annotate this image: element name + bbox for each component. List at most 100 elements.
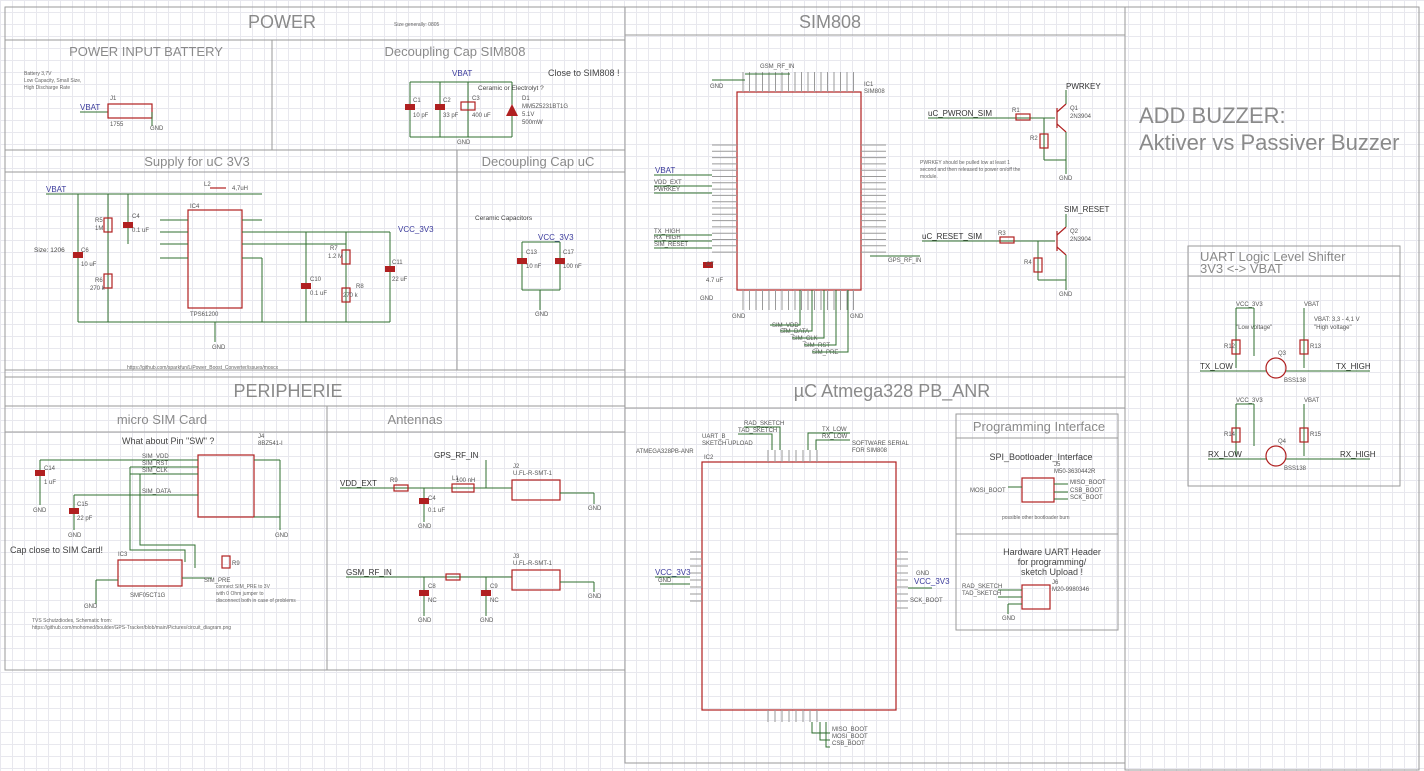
net-vcc-uc: VCC_3V3 <box>655 568 691 577</box>
label-j4: J4 <box>258 434 265 440</box>
sim808-top-pins <box>742 72 854 92</box>
net-gps-rf-in: GPS_RF_IN <box>434 451 479 460</box>
net-rx-low: RX_LOW <box>1208 450 1242 459</box>
label-c15: C15 <box>77 502 89 508</box>
gnd-ic3: GND <box>84 604 98 610</box>
label-c3: C3 <box>472 96 480 102</box>
net-sim-pre: SIM_PRE <box>812 350 838 356</box>
subtitle-power-input: POWER INPUT BATTERY <box>69 44 223 59</box>
gnd-q1: GND <box>1059 176 1073 182</box>
value-c4-ant: 0.1 uF <box>428 508 445 514</box>
level-shifter: VCC_3V3 VBAT "Low voltage" VBAT: 3,3 - 4… <box>1200 302 1376 472</box>
uc-left-pins <box>690 551 702 602</box>
note-tvs-1: TVS Schutzdiodes, Schematic from: <box>32 618 112 624</box>
net-sim-reset: SIM_RESET <box>1064 205 1109 214</box>
net-sim-pre-card: SIM_PRE <box>204 578 230 584</box>
note-high-voltage: "High voltage" <box>1314 325 1352 331</box>
section-title-power: POWER <box>248 12 316 32</box>
level-shifter-frame <box>1187 245 1401 487</box>
tvs-ic3 <box>117 559 183 587</box>
buzzer-title-line2: Aktiver vs Passiver Buzzer <box>1139 130 1399 155</box>
gnd-sim-bottom-right: GND <box>850 314 864 320</box>
value-ic4: TPS61200 <box>190 312 219 318</box>
label-r4: R4 <box>1024 260 1032 266</box>
label-c7: C7 <box>706 262 714 268</box>
label-c4: C4 <box>132 214 140 220</box>
ic-atmega328 <box>701 461 897 711</box>
label-c13: C13 <box>526 250 538 256</box>
value-c2: 33 pF <box>443 113 459 119</box>
note-connect-sim-pre-3: disconnect both in case of problems <box>216 598 296 604</box>
note-vbat-range: VBAT: 3,3 - 4,1 V <box>1314 317 1360 323</box>
label-c4-ant: C4 <box>428 496 436 502</box>
net-vcc-ls-1: VCC_3V3 <box>1236 302 1263 308</box>
label-c8: C8 <box>428 584 436 590</box>
net-vdd-ext: VDD_EXT <box>340 479 377 488</box>
net-vbat-ls-2: VBAT <box>1304 398 1320 404</box>
value-r8: 270 k <box>343 293 359 299</box>
label-c1: C1 <box>413 98 421 104</box>
value2-d1: 5.1V <box>522 112 534 118</box>
net-miso-uc: MISO_BOOT <box>832 727 868 733</box>
antennas: GPS_RF_IN VDD_EXT R9 L1 100 nH C4 0.1 uF… <box>340 451 602 624</box>
net-rx-high: RX_HIGH <box>1340 450 1376 459</box>
section-title-sim808: SIM808 <box>799 12 861 32</box>
label-r3: R3 <box>998 231 1006 237</box>
label-q1: Q1 <box>1070 106 1079 112</box>
value-j4: 8BZ541-I <box>258 441 283 447</box>
value-c7: 4.7 uF <box>706 278 723 284</box>
uc-frame <box>624 376 1126 764</box>
value-c6: 10 uF <box>81 262 97 268</box>
value-j5: M50-3630442R <box>1054 469 1096 475</box>
net-vbat-ls-1: VBAT <box>1304 302 1320 308</box>
note-software-serial: SOFTWARE SERIAL <box>852 441 909 447</box>
note-close-sim: Close to SIM808 ! <box>548 68 620 78</box>
gnd-ant-2: GND <box>418 618 432 624</box>
label-j6: J6 <box>1052 580 1059 586</box>
sim-card-holder-j4 <box>197 454 255 518</box>
gnd-sim-bottom-left: GND <box>732 314 746 320</box>
uc-top-pins <box>767 450 818 462</box>
gnd-j4: GND <box>275 533 289 539</box>
label-c2: C2 <box>443 98 451 104</box>
subtitle-uart-header-2: for programming/ <box>1018 557 1087 567</box>
gnd-j6: GND <box>1002 616 1016 622</box>
net-vbat-sim: VBAT <box>655 166 675 175</box>
value-ic2: ATMEGA328PB-ANR <box>636 449 694 455</box>
ufl-j3 <box>511 569 561 591</box>
label-r1: R1 <box>1012 108 1020 114</box>
gnd-c7: GND <box>700 296 714 302</box>
label-r7: R7 <box>330 246 338 252</box>
programming-headers: J5 M50-3630442R MOSI_BOOT MISO_BOOT CSB_… <box>962 462 1106 622</box>
note-battery-1: Battery 3,7V <box>24 71 52 77</box>
micro-sim-card: What about Pin "SW" ? J4 8BZ541-I SIM_VD… <box>10 434 296 631</box>
net-vcc-uc-right: VCC_3V3 <box>914 577 950 586</box>
net-miso-spi: MISO_BOOT <box>1070 480 1106 486</box>
net-vbat-decoupling: VBAT <box>452 69 472 78</box>
label-j2: J2 <box>513 464 520 470</box>
note-possible-bootloader: possible other bootloader burn <box>1002 515 1070 521</box>
sim808-bottom-pins <box>742 290 854 310</box>
label-r9-ant: R9 <box>390 478 398 484</box>
net-vdd-ext-sim: VDD_EXT <box>654 180 682 186</box>
subtitle-decoupling-sim: Decoupling Cap SIM808 <box>385 44 526 59</box>
label-r13: R13 <box>1310 344 1322 350</box>
value-l1: 100 nH <box>456 478 475 484</box>
value-c10: 0.1 uF <box>310 291 327 297</box>
decoupling-cap-uc: VCC_3V3 C13 10 nF C17 100 nF GND Ceramic… <box>475 215 582 318</box>
subtitle-uart-header-3: sketch Upload ! <box>1021 567 1083 577</box>
value-r5: 1M <box>95 226 103 232</box>
net-mosi-spi: MOSI_BOOT <box>970 488 1006 494</box>
value-j3: U.FL-R-SMT-1 <box>513 561 553 567</box>
note-connect-sim-pre-1: connect SIM_PRE to 3V <box>216 584 271 590</box>
sim808-left-pins <box>712 144 737 253</box>
gnd-c14: GND <box>33 508 47 514</box>
note-pwrkey-2: second and then released to power on/off… <box>920 167 1020 173</box>
gnd-decoupling-sim: GND <box>457 140 471 146</box>
net-tx-high: TX_HIGH <box>1336 362 1371 371</box>
net-tad-sketch-hdr: TAD_SKETCH <box>962 591 1001 597</box>
uc-right-pins <box>896 551 908 609</box>
value3-d1: 500mW <box>522 120 543 126</box>
net-gsm-rf-in: GSM_RF_IN <box>346 568 392 577</box>
gnd-q2: GND <box>1059 292 1073 298</box>
